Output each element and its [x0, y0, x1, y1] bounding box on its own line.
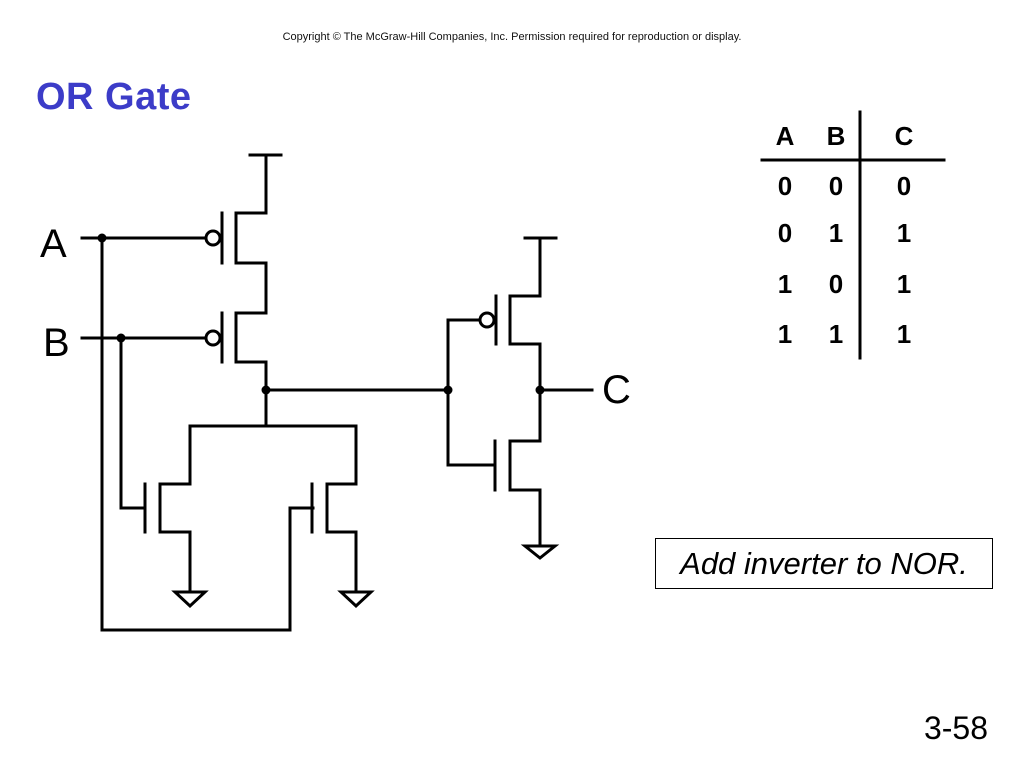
truth-table-cell: 0 — [829, 171, 843, 201]
nmos-transistor-a — [310, 424, 375, 609]
truth-table-cell: 1 — [897, 218, 911, 248]
truth-table-cell: 1 — [829, 319, 843, 349]
nmos-transistor-inverter — [493, 439, 560, 560]
pmos-transistor-a — [204, 211, 268, 265]
truth-table-cell: 1 — [778, 319, 792, 349]
truth-table: A B C 0 0 0 0 1 1 1 0 1 1 1 1 — [776, 121, 914, 349]
truth-table-cell: 0 — [778, 218, 792, 248]
output-c-label: C — [602, 368, 631, 412]
truth-table-cell: 1 — [897, 319, 911, 349]
junction-dot — [97, 233, 107, 243]
truth-table-header-b: B — [827, 121, 846, 151]
junction-dot — [443, 385, 453, 395]
pmos-transistor-inverter — [478, 294, 542, 346]
truth-table-cell: 0 — [778, 171, 792, 201]
truth-table-cell: 0 — [897, 171, 911, 201]
inverter-note-box: Add inverter to NOR. — [655, 538, 993, 589]
truth-table-header-c: C — [895, 121, 914, 151]
truth-table-cell: 1 — [778, 269, 792, 299]
junction-dot — [535, 385, 545, 395]
truth-table-cell: 1 — [829, 218, 843, 248]
slide-title: OR Gate — [36, 76, 192, 118]
input-a-label: A — [40, 222, 67, 266]
pmos-transistor-b — [204, 311, 268, 364]
truth-table-cell: 1 — [897, 269, 911, 299]
junction-dot — [116, 333, 126, 343]
junction-dot — [261, 385, 271, 395]
nmos-transistor-b — [143, 424, 209, 609]
copyright-notice: Copyright © The McGraw-Hill Companies, I… — [282, 31, 742, 43]
truth-table-header-a: A — [776, 121, 795, 151]
truth-table-cell: 0 — [829, 269, 843, 299]
slide-number: 3-58 — [923, 710, 988, 746]
input-b-label: B — [43, 321, 70, 365]
